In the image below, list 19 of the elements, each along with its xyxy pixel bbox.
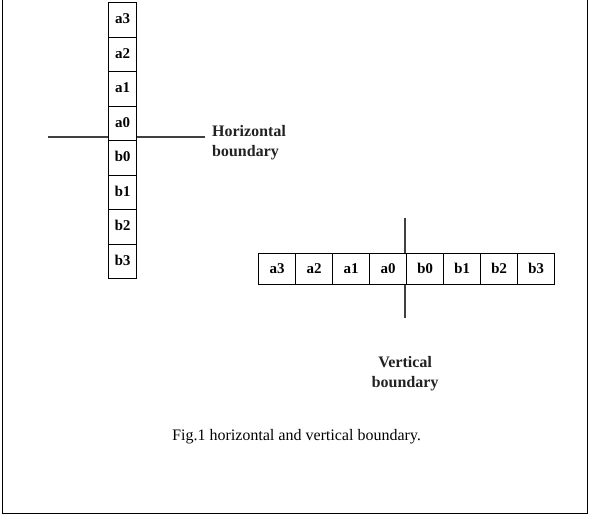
- cell-label: a1: [332, 253, 370, 285]
- cell-label: a2: [108, 36, 137, 72]
- boundary-label: Horizontal boundary: [212, 122, 287, 162]
- cell-label: a0: [108, 106, 137, 141]
- cell-label: b2: [480, 253, 518, 285]
- figure-caption: Fig.1 horizontal and vertical boundary.: [171, 427, 422, 445]
- cell-label: a3: [108, 2, 137, 38]
- cell-label: a2: [295, 253, 333, 285]
- cell-label: b0: [406, 253, 444, 285]
- cell-label: a3: [258, 253, 296, 285]
- cell-label: b2: [108, 209, 137, 244]
- cell-label: b1: [108, 174, 137, 210]
- cell-label: a1: [108, 71, 137, 106]
- cell-label: b3: [108, 244, 137, 279]
- cell-label: b1: [443, 253, 481, 285]
- boundary-label: Vertical boundary: [370, 353, 440, 393]
- cell-label: b0: [108, 140, 137, 176]
- cell-label: a0: [369, 253, 407, 285]
- cell-label: b3: [517, 253, 555, 285]
